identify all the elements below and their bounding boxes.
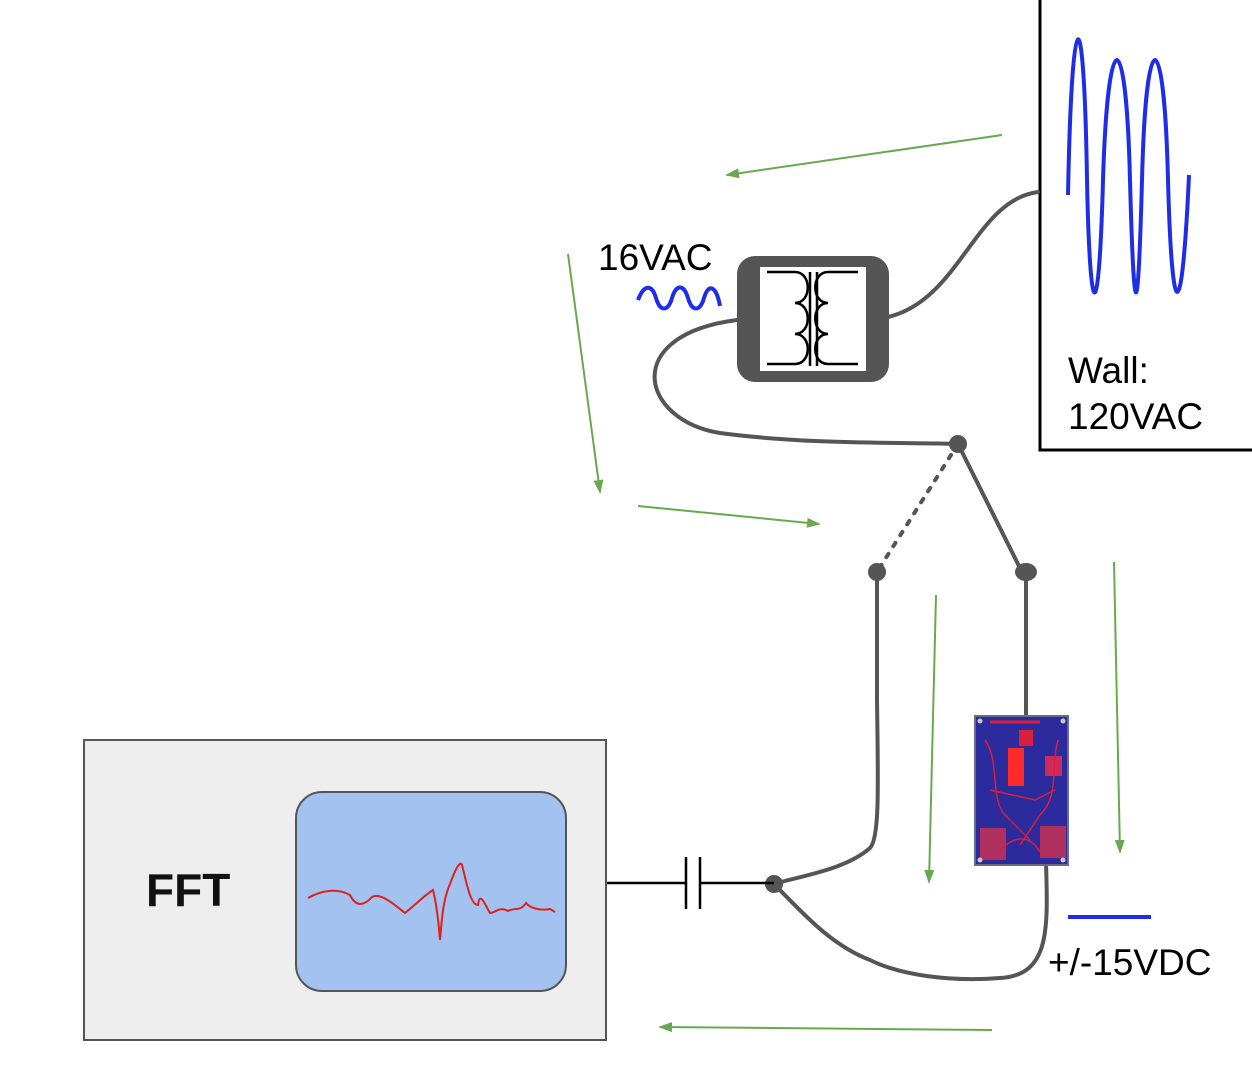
switch-terminals (765, 435, 1037, 893)
ac-low-label: 16VAC (598, 237, 713, 278)
fft-trace (307, 862, 556, 941)
switch-pivot (949, 435, 967, 453)
wall-outlet: Wall: 120VAC (1038, 0, 1252, 452)
capacitor-icon (606, 857, 774, 909)
fft-analyzer: FFT (83, 739, 607, 1041)
flow-arrow-1 (725, 134, 1003, 179)
flow-arrow-2 (567, 253, 604, 494)
wire-transformer-to-switch (652, 318, 960, 446)
wire-wall-to-transformer (886, 190, 1040, 319)
sine-wave-icon (1066, 37, 1191, 295)
fft-label: FFT (146, 864, 230, 916)
wiring (652, 190, 1049, 982)
pcb-board-icon (974, 715, 1069, 866)
switch-terminal-left (868, 563, 886, 581)
transformer-icon (737, 256, 889, 382)
wire-switch-blade (956, 442, 1024, 574)
small-sine-wave-icon (636, 285, 722, 311)
switch-terminal-right (1015, 563, 1037, 581)
flow-arrow-6 (658, 1022, 993, 1033)
flow-arrow-5 (1113, 561, 1125, 854)
flow-arrow-3 (637, 505, 821, 528)
wire-switch-open (875, 442, 960, 574)
flow-arrows (567, 134, 1125, 1033)
wall-label: Wall: (1068, 350, 1149, 391)
wall-voltage-label: 120VAC (1068, 396, 1203, 437)
wire-left-terminal-down (772, 570, 880, 886)
wire-pcb-return (772, 860, 1049, 982)
dc-supply-label: +/-15VDC (1048, 942, 1211, 983)
flow-arrow-4 (924, 594, 937, 884)
